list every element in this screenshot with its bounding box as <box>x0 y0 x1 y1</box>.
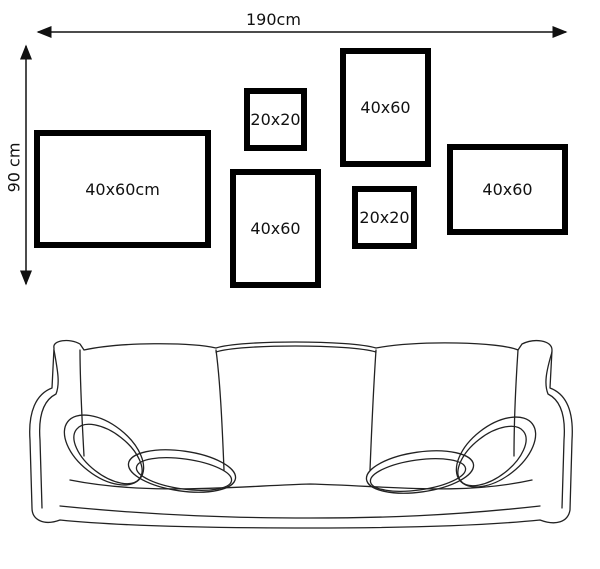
pillow-left-small-seam <box>135 457 233 491</box>
seat-base <box>59 505 541 519</box>
pillow-right-large-seam <box>457 425 527 487</box>
back-cushion-center <box>215 345 377 353</box>
frame-portrait-center-left: 40x60 <box>230 169 321 288</box>
frame-landscape-right: 40x60 <box>447 144 568 235</box>
frame-small-top: 20x20 <box>244 88 307 151</box>
right-arm <box>545 351 566 509</box>
frame-small-bottom: 20x20 <box>352 186 417 249</box>
frame-large-left: 40x60cm <box>34 130 211 248</box>
pillow-right-small <box>365 450 475 494</box>
left-arm <box>38 349 59 509</box>
seat-front <box>69 479 533 490</box>
back-cushion-right <box>369 349 519 471</box>
frame-label: 40x60 <box>482 180 533 199</box>
frame-label: 40x60cm <box>85 179 160 199</box>
back-cushion-left <box>79 349 225 471</box>
width-label: 190cm <box>246 10 301 29</box>
frame-label: 20x20 <box>359 208 410 227</box>
frame-label: 40x60 <box>360 98 411 117</box>
pillow-left-small <box>127 449 237 493</box>
frame-portrait-center-right: 40x60 <box>340 48 431 167</box>
frame-label: 20x20 <box>250 110 301 129</box>
pillow-right-small-seam <box>369 458 467 492</box>
sofa-outline <box>29 339 573 529</box>
frame-label: 40x60 <box>250 219 301 238</box>
pillow-left-large <box>63 414 145 486</box>
